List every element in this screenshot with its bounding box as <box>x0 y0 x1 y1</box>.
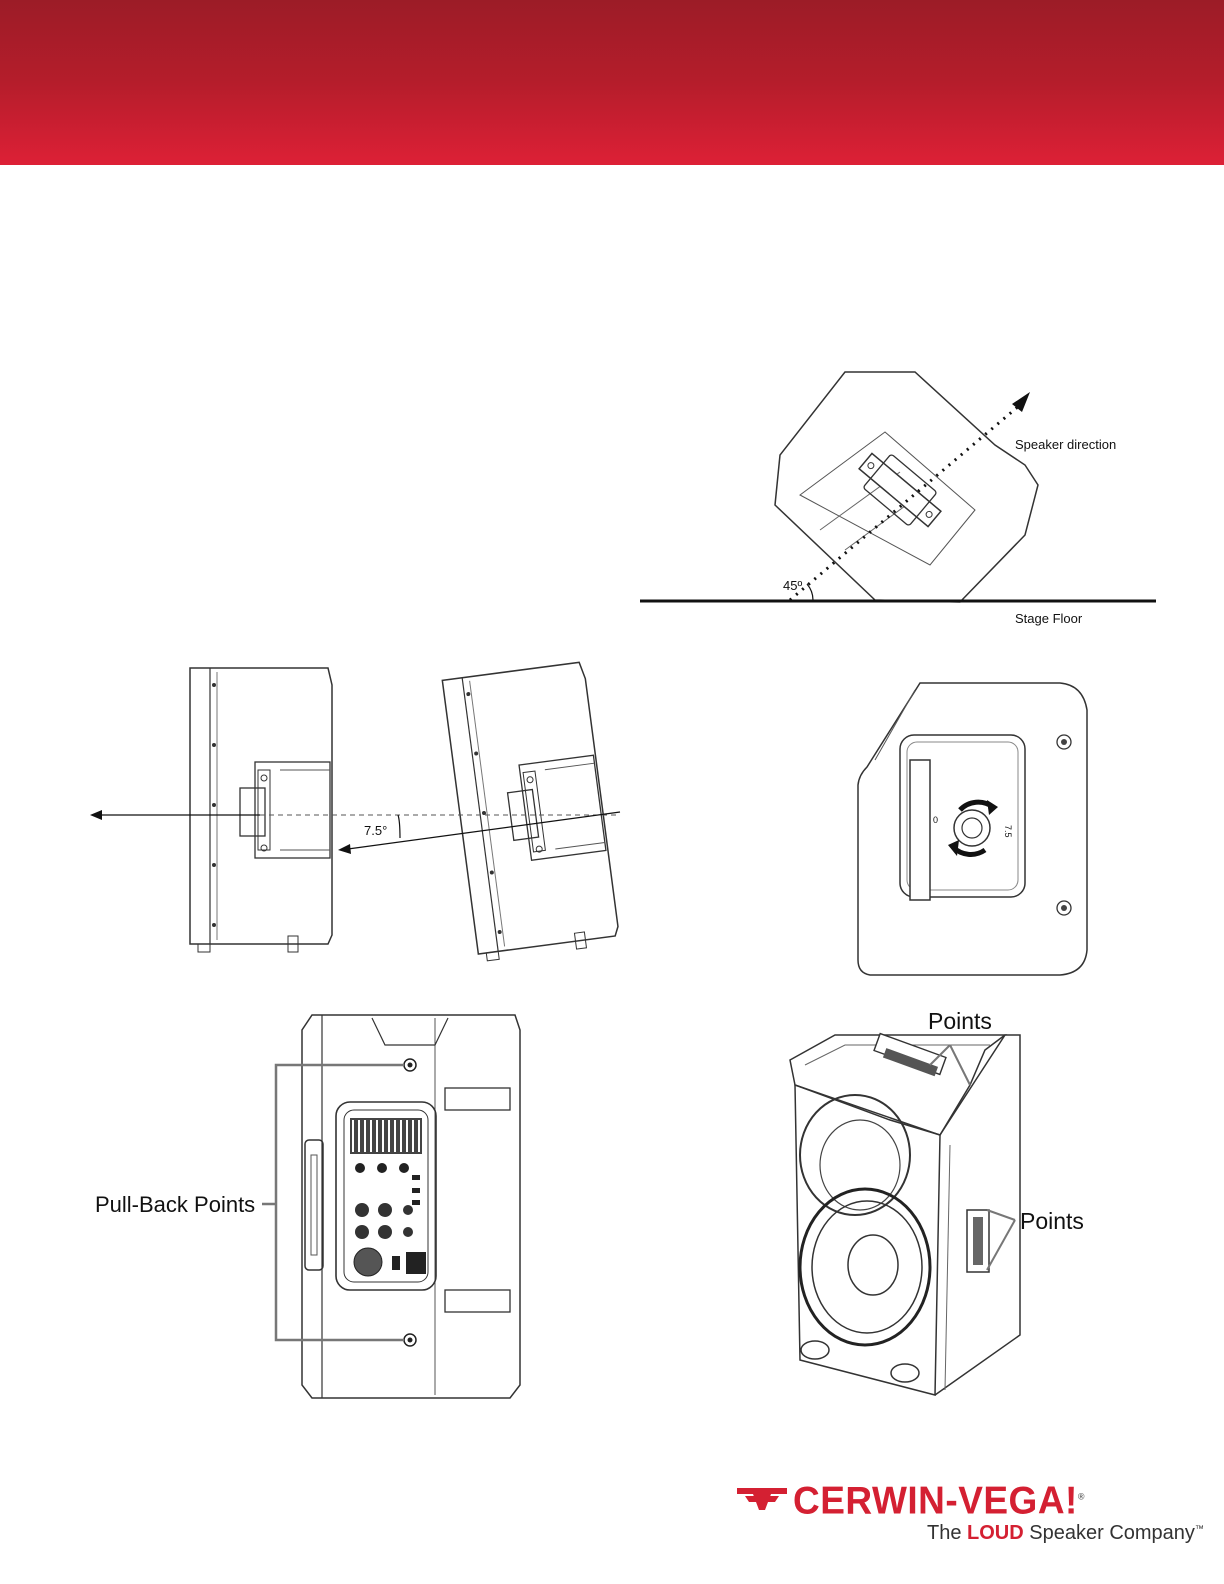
adapter-pole-socket <box>954 810 990 846</box>
pull-back-callout-bracket <box>262 1065 404 1340</box>
rear-side-handle <box>305 1140 323 1270</box>
angle-45-label: 45º <box>783 578 802 593</box>
tagline-pre: The <box>927 1522 961 1544</box>
angle-arc <box>807 584 813 600</box>
tilt-angle-label: 7.5° <box>364 823 387 838</box>
adapter-handle-bar <box>910 760 930 900</box>
top-points-label: Points <box>928 1008 992 1034</box>
tagline-loud: LOUD <box>967 1522 1024 1544</box>
header-band <box>0 0 1224 165</box>
trademark-mark: ™ <box>1195 1523 1204 1533</box>
side-points-label: Points <box>1020 1208 1084 1234</box>
rear-view-diagram: Pull-Back Points <box>90 1010 530 1410</box>
woofer <box>800 1189 930 1345</box>
heatsink-grill <box>350 1118 422 1154</box>
cabinet-side <box>935 1035 1020 1395</box>
tilted-speaker <box>442 662 620 962</box>
adapter-tilt-label: 7.5 <box>1003 825 1013 838</box>
adapter-zero-label: 0 <box>933 815 938 825</box>
tilt-adapter-diagram: 0 7.5 <box>855 675 1105 980</box>
brand-logo: CERWIN-VEGA!® The LOUD Speaker Company™ <box>735 1478 1125 1558</box>
tilt-comparison-diagram: 7.5° <box>80 660 630 960</box>
speakon-connector <box>354 1248 382 1276</box>
wedge-handle-bracket <box>851 444 948 536</box>
speaker-direction-label: Speaker direction <box>1015 437 1116 452</box>
brand-tagline: The LOUD Speaker Company™ <box>927 1522 1204 1545</box>
tagline-post: Speaker Company <box>1029 1522 1195 1544</box>
upright-speaker <box>190 668 332 952</box>
power-inlet <box>406 1252 426 1274</box>
tilt-angle-arc <box>398 815 400 838</box>
registered-mark: ® <box>1078 1491 1085 1502</box>
adapter-panel-outline <box>858 683 1087 975</box>
floor-monitor-diagram: Speaker direction 45º Stage Floor <box>630 360 1170 635</box>
pull-back-points-label: Pull-Back Points <box>95 1192 255 1217</box>
stage-floor-label: Stage Floor <box>1015 611 1083 626</box>
direction-arrowhead <box>1012 392 1030 412</box>
brand-name: CERWIN-VEGA! <box>793 1479 1078 1522</box>
logo-mark-icon <box>735 1482 789 1518</box>
front-perspective-diagram: Points Points <box>775 1005 1115 1405</box>
